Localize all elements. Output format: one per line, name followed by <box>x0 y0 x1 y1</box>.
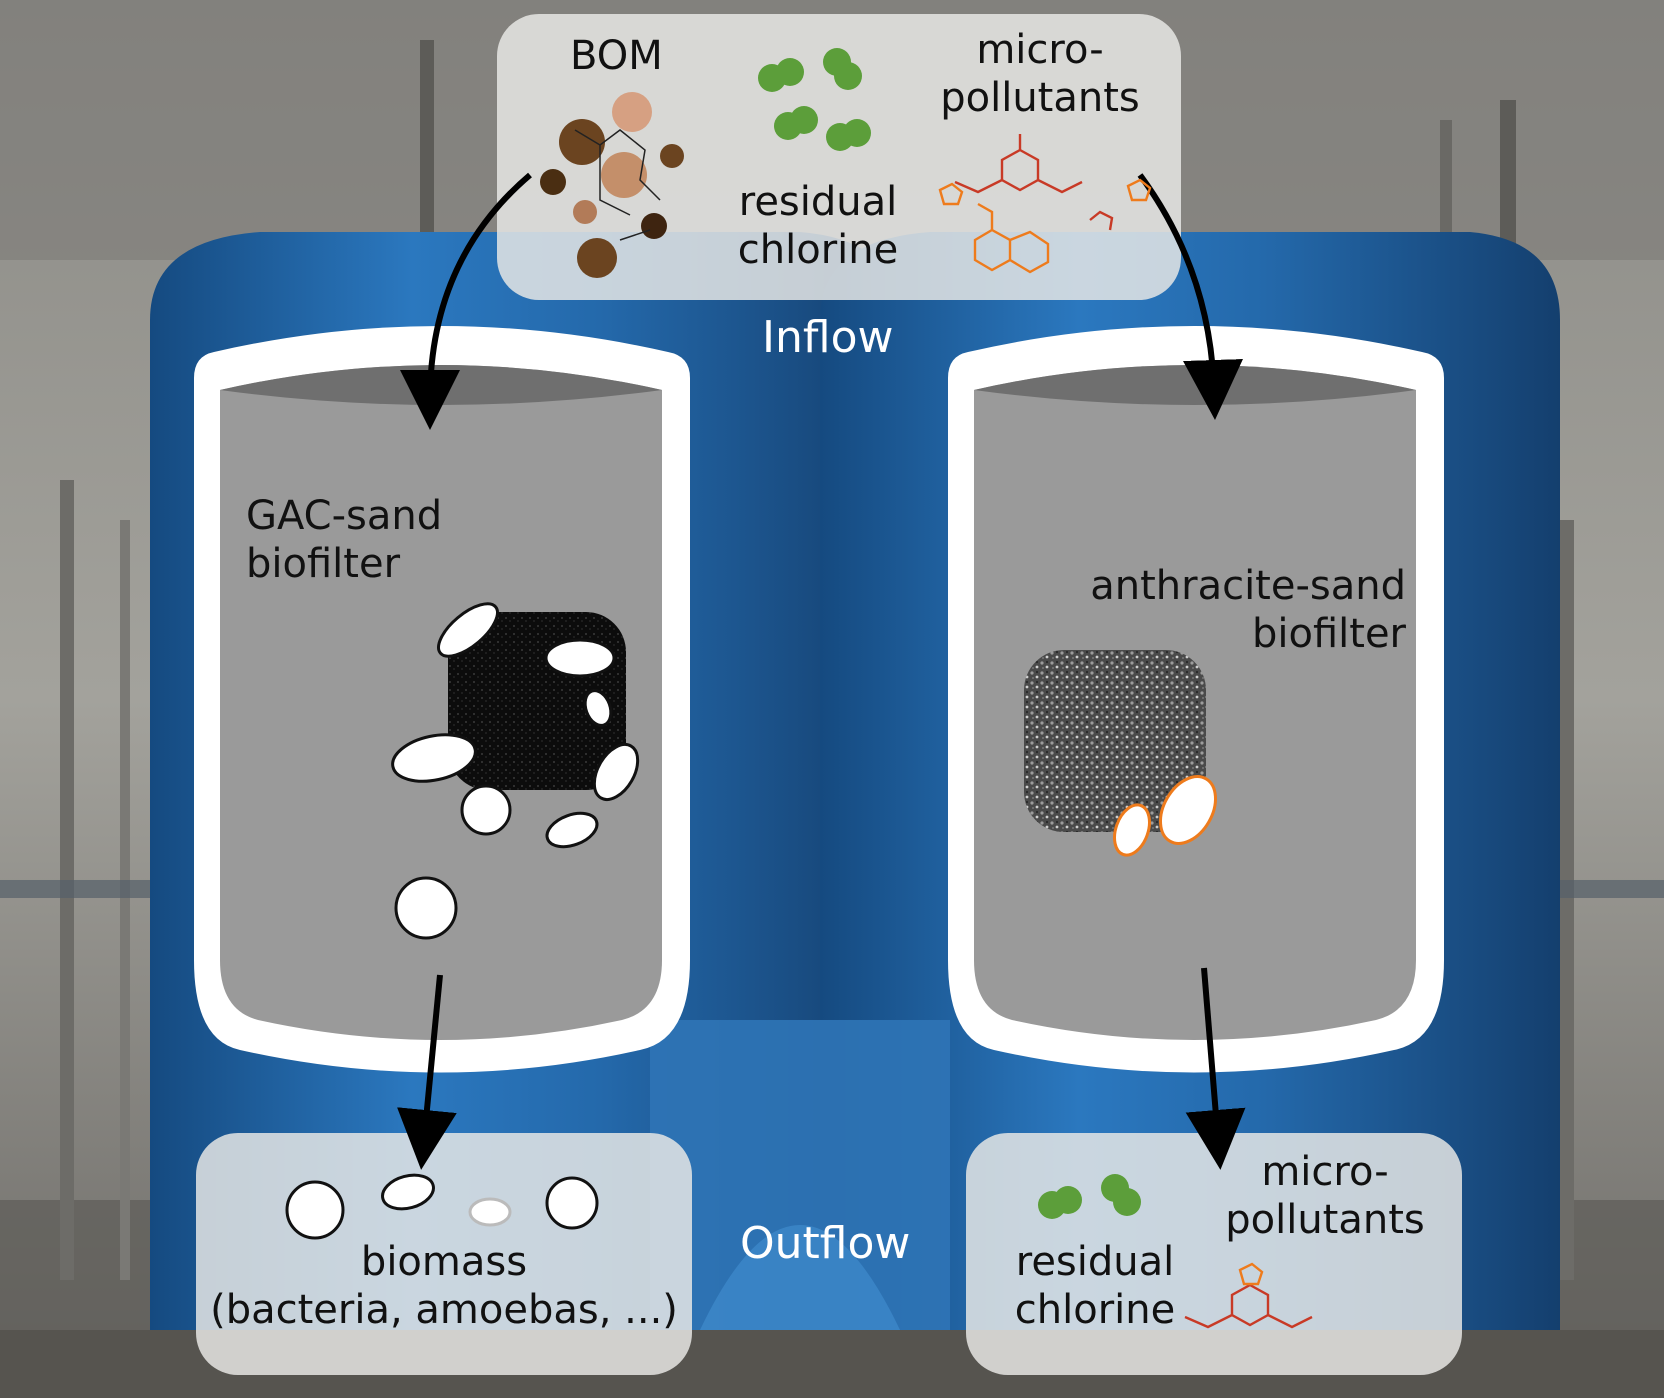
bom-label: BOM <box>570 33 663 79</box>
gac-sand-biofilter-label: GAC-sand biofilter <box>246 492 442 588</box>
outflow-micropollutants-icon <box>1184 1262 1313 1329</box>
gac-sand-filter-vessel <box>194 326 690 1073</box>
residual-chlorine-icon <box>758 48 871 151</box>
gac-biofilter-line: biofilter <box>246 541 401 587</box>
biomass-icons <box>285 1173 599 1240</box>
outflow-label: Outflow <box>740 1218 911 1269</box>
outflow-chlorine-line: chlorine <box>1014 1287 1176 1333</box>
inflow-chlorine-line: chlorine <box>737 227 899 273</box>
outflow-arrow-right <box>1185 967 1246 1170</box>
gac-sand-line: GAC-sand <box>246 493 443 539</box>
bacteria-orange-icons <box>1113 775 1217 857</box>
outflow-pollutants-line: pollutants <box>1225 1197 1425 1243</box>
bom-particles-icon <box>540 92 684 278</box>
outflow-micro-line: micro- <box>1261 1149 1389 1195</box>
inflow-micropollutants-label: micro- pollutants <box>930 26 1150 122</box>
biomass-detail-label: (bacteria, amoebas, ...) <box>210 1287 678 1333</box>
biomass-label: biomass <box>360 1239 528 1285</box>
biomass-label-block: biomass (bacteria, amoebas, ...) <box>196 1238 692 1334</box>
outflow-residual-line: residual <box>1015 1239 1175 1285</box>
anthracite-sand-line: anthracite-sand <box>1090 563 1406 609</box>
anthracite-biofilter-line: biofilter <box>1251 611 1406 657</box>
anthracite-media-icon <box>1024 650 1206 832</box>
inflow-arrow-right <box>1137 173 1243 420</box>
micropollutants-icon <box>938 134 1152 274</box>
inflow-micro-line: micro- <box>976 27 1104 73</box>
outflow-residual-chlorine-label: residual chlorine <box>1000 1238 1190 1334</box>
inflow-residual-chlorine-label: residual chlorine <box>728 178 908 274</box>
outflow-micropollutants-label: micro- pollutants <box>1210 1148 1440 1244</box>
inflow-arrow-left <box>400 172 532 430</box>
inflow-residual-line: residual <box>738 179 898 225</box>
outflow-residual-chlorine-icon <box>1038 1174 1141 1219</box>
outflow-arrow-left <box>397 974 457 1170</box>
outflow-left-panel <box>196 1133 692 1375</box>
outflow-right-panel <box>966 1133 1462 1375</box>
inflow-label: Inflow <box>762 312 894 363</box>
inflow-pollutants-line: pollutants <box>940 75 1140 121</box>
anthracite-sand-biofilter-label: anthracite-sand biofilter <box>1060 562 1406 658</box>
bacteria-icons <box>391 602 640 940</box>
